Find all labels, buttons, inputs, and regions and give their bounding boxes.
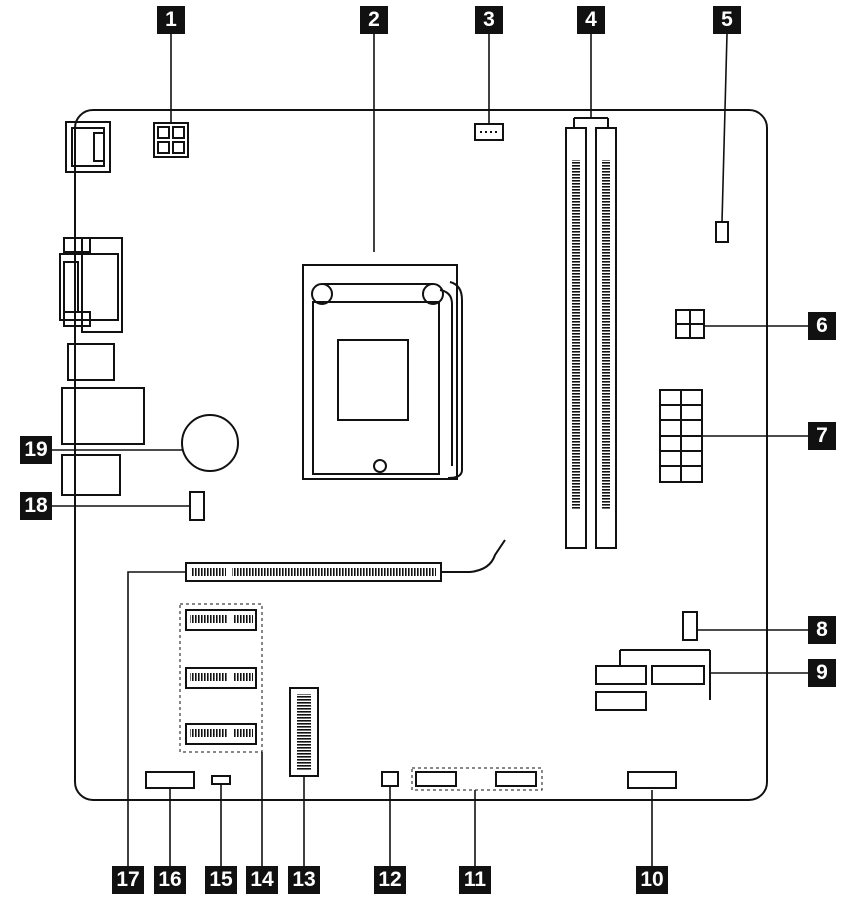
callout-5: 5 <box>713 6 741 34</box>
cpu-power-connector <box>153 122 189 158</box>
rear-io-ports <box>59 121 145 496</box>
clear-cmos-jumper <box>211 775 231 785</box>
fan-header-left <box>189 491 205 521</box>
jumper-header <box>715 221 729 243</box>
header-12 <box>381 771 399 787</box>
callout-19: 19 <box>20 436 52 464</box>
callout-2: 2 <box>360 6 388 34</box>
callout-7: 7 <box>808 422 836 450</box>
callout-6: 6 <box>808 312 836 340</box>
cpu-socket <box>302 264 463 480</box>
callout-10: 10 <box>636 866 668 894</box>
main-power-connector <box>659 389 703 483</box>
sata-ports <box>595 649 711 711</box>
callout-1: 1 <box>157 6 185 34</box>
callout-9: 9 <box>808 659 836 687</box>
callout-15: 15 <box>205 866 237 894</box>
board-outline <box>74 109 768 801</box>
callout-13: 13 <box>288 866 320 894</box>
callout-12: 12 <box>374 866 406 894</box>
aux-power-connector <box>675 309 705 339</box>
fan-header-right <box>682 611 698 641</box>
header-10 <box>627 771 677 789</box>
callout-8: 8 <box>808 616 836 644</box>
cmos-battery <box>181 414 239 472</box>
leader-lines <box>52 33 808 866</box>
pcie-x1-group <box>179 603 263 753</box>
front-panel-header <box>145 771 195 789</box>
callout-14: 14 <box>246 866 278 894</box>
callout-3: 3 <box>475 6 503 34</box>
fan-header-top <box>474 123 504 141</box>
callout-17: 17 <box>112 866 144 894</box>
callout-16: 16 <box>154 866 186 894</box>
callout-11: 11 <box>459 866 491 894</box>
callout-4: 4 <box>577 6 605 34</box>
usb-header-group <box>411 767 543 791</box>
callout-18: 18 <box>20 492 52 520</box>
